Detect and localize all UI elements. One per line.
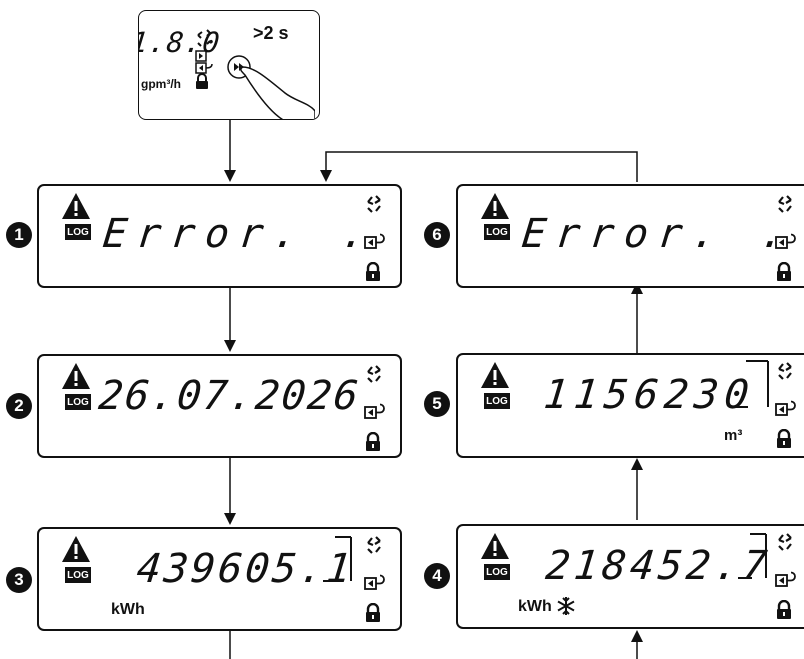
log-badge: LOG (484, 564, 510, 580)
warning-triangle-icon (61, 362, 91, 390)
hint-mini-unit: gpm³/h (141, 77, 181, 91)
plug-icon (775, 571, 797, 591)
hint-box: 1.8.0 gpm³/h >2 s (138, 10, 320, 120)
lock-icon (775, 600, 793, 620)
lcd-readout-2: 26.07.2026 (97, 376, 362, 416)
cycle-arrows-icon (198, 30, 210, 46)
cycle-arrows-icon (775, 532, 795, 552)
arrowhead-4-to-5 (631, 458, 643, 470)
cycle-arrows-icon (364, 535, 384, 555)
cycle-arrows-icon (775, 194, 795, 214)
snowflake-icon (556, 596, 576, 616)
log-badge: LOG (484, 393, 510, 409)
plug-icon (775, 400, 797, 420)
warning-triangle-icon (61, 535, 91, 563)
finger-icon (241, 67, 315, 120)
lcd-readout-6: Error. . . (520, 214, 804, 254)
warning-triangle-icon (480, 192, 510, 220)
display-panel-1: LOG Error. . . (37, 184, 402, 288)
unit-label-5: m³ (724, 427, 742, 444)
cycle-arrows-icon (364, 194, 384, 214)
log-badge: LOG (65, 567, 91, 583)
decimal-bracket-4 (736, 532, 772, 582)
lock-icon (775, 429, 793, 449)
plug-icon (364, 403, 386, 423)
arrowhead-2-to-3 (224, 513, 236, 525)
step-number-2: 2 (6, 393, 32, 419)
cycle-arrows-icon (775, 361, 795, 381)
arrowhead-hint-to-1 (224, 170, 236, 182)
arrowhead-6-to-1 (320, 170, 332, 182)
lcd-readout-5: 1156230 (542, 375, 757, 415)
display-panel-6: LOG Error. . . (456, 184, 804, 288)
lock-icon (364, 262, 382, 282)
display-panel-3: LOG 439605.1 kWh (37, 527, 402, 631)
unit-label-4: kWh (518, 598, 552, 616)
plug-icon (775, 233, 797, 253)
side-icons-2 (364, 364, 384, 457)
arrowhead-up-to-4 (631, 630, 643, 642)
side-icons-4 (775, 532, 795, 625)
warning-triangle-icon (61, 192, 91, 220)
lcd-readout-1: Error. . . (101, 214, 402, 254)
step-number-6: 6 (424, 222, 450, 248)
arrowhead-1-to-2 (224, 340, 236, 352)
lock-icon (364, 603, 382, 623)
lock-icon (775, 262, 793, 282)
plug-icon (364, 574, 386, 594)
display-panel-5: LOG 1156230 m³ (456, 353, 804, 458)
cycle-arrows-icon (364, 364, 384, 384)
step-number-4: 4 (424, 563, 450, 589)
decimal-bracket-5 (732, 359, 772, 411)
arrow-6-to-1 (326, 152, 637, 182)
log-badge: LOG (484, 224, 510, 240)
decimal-bracket-3 (321, 535, 357, 585)
side-icons-6 (775, 194, 795, 287)
lock-icon (364, 432, 382, 452)
side-icons-5 (775, 361, 795, 454)
plug-icon (364, 233, 386, 253)
warning-triangle-icon (480, 361, 510, 389)
side-icons-3 (364, 535, 384, 628)
side-icons-1 (364, 194, 384, 287)
display-panel-2: LOG 26.07.2026 (37, 354, 402, 458)
step-number-3: 3 (6, 567, 32, 593)
step-number-5: 5 (424, 391, 450, 417)
unit-label-3: kWh (111, 601, 145, 619)
fast-forward-button (225, 41, 315, 120)
step-number-1: 1 (6, 222, 32, 248)
log-badge: LOG (65, 224, 91, 240)
log-badge: LOG (65, 394, 91, 410)
warning-triangle-icon (480, 532, 510, 560)
display-panel-4: LOG 218452.7 kWh (456, 524, 804, 629)
lock-icon (195, 73, 209, 89)
